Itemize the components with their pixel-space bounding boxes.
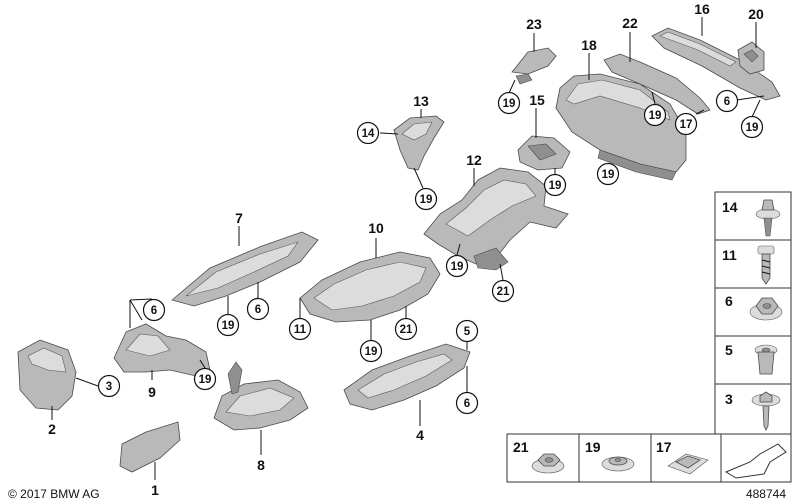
- legend-label-19: 19: [585, 439, 601, 455]
- callout-6-b: 6: [246, 297, 270, 321]
- expanding-nut-icon: [754, 344, 778, 375]
- svg-text:19: 19: [746, 122, 759, 134]
- part-12-heat-shield-center: [423, 167, 569, 271]
- svg-text:19: 19: [451, 261, 464, 273]
- svg-text:19: 19: [602, 169, 615, 181]
- callout-6-d: 6: [455, 391, 479, 415]
- push-clip-icon: [755, 199, 781, 237]
- fastener-legend-bottom: 21 19 17: [506, 433, 792, 483]
- washer-screw-icon: [751, 391, 781, 431]
- label-2: 2: [48, 421, 56, 437]
- callout-19-e: 19: [543, 173, 567, 197]
- label-1: 1: [151, 482, 159, 498]
- svg-text:19: 19: [649, 110, 662, 122]
- svg-text:19: 19: [420, 194, 433, 206]
- svg-text:5: 5: [464, 326, 471, 338]
- label-4: 4: [416, 427, 424, 443]
- legend-label-11: 11: [722, 247, 737, 263]
- callout-19-d: 19: [596, 162, 620, 186]
- part-20-bracket: [737, 41, 765, 75]
- callout-19-h: 19: [359, 339, 383, 363]
- svg-text:14: 14: [362, 128, 375, 140]
- circled-labels: 19 19 6 17 19 19 19 14 19 19 21 11 21 19…: [97, 89, 764, 415]
- clip-nut-icon: [667, 453, 709, 475]
- part-1-heat-shield-plate: [119, 421, 181, 473]
- callout-17: 17: [674, 112, 698, 136]
- label-18: 18: [581, 37, 597, 53]
- label-10: 10: [368, 220, 384, 236]
- callout-11: 11: [288, 317, 312, 341]
- label-13: 13: [413, 93, 429, 109]
- flange-nut-icon: [749, 297, 783, 321]
- part-4-heat-shield-lower: [343, 343, 471, 411]
- part-13-heat-shield-bracket: [393, 115, 445, 171]
- part-23-heat-shield-bracket: [511, 47, 557, 85]
- svg-text:19: 19: [199, 374, 212, 386]
- svg-text:19: 19: [549, 180, 562, 192]
- svg-text:19: 19: [365, 346, 378, 358]
- svg-text:21: 21: [497, 286, 510, 298]
- callout-14: 14: [356, 121, 380, 145]
- callout-3: 3: [97, 374, 121, 398]
- screw-icon: [757, 245, 775, 285]
- part-2-heat-shield-side: [17, 339, 77, 411]
- callout-5: 5: [455, 319, 479, 343]
- part-10-heat-shield-front: [299, 251, 441, 323]
- callout-19-i: 19: [216, 313, 240, 337]
- callout-21-a: 21: [491, 279, 515, 303]
- legend-label-3: 3: [725, 391, 733, 407]
- copyright-text: © 2017 BMW AG: [8, 487, 100, 501]
- svg-text:6: 6: [464, 398, 470, 410]
- label-8: 8: [257, 457, 265, 473]
- callout-6-a: 6: [715, 89, 739, 113]
- callout-19-c: 19: [740, 115, 764, 139]
- callout-21-b: 21: [394, 317, 418, 341]
- fastener-legend-right: 14 11 6 5 3: [714, 191, 792, 435]
- callout-19-j: 19: [193, 367, 217, 391]
- part-15-heat-shield-plate: [517, 135, 571, 171]
- legend-label-14: 14: [722, 199, 738, 215]
- part-8-heat-shield: [213, 361, 309, 431]
- label-9: 9: [148, 384, 156, 400]
- part-22-heat-shield-strip: [603, 53, 711, 115]
- callout-19-a: 19: [497, 91, 521, 115]
- part-16-heat-shield: [651, 27, 781, 101]
- legend-label-21: 21: [513, 439, 529, 455]
- hex-flange-nut-icon: [531, 453, 565, 474]
- callout-19-f: 19: [414, 187, 438, 211]
- svg-text:11: 11: [294, 324, 307, 336]
- speed-nut-icon: [601, 456, 635, 472]
- legend-label-17: 17: [656, 439, 672, 455]
- callout-19-b: 19: [643, 103, 667, 127]
- diagram-number: 488744: [746, 487, 786, 501]
- svg-text:6: 6: [151, 305, 157, 317]
- svg-text:17: 17: [680, 119, 693, 131]
- label-23: 23: [526, 16, 542, 32]
- part-9-heat-shield-engine-mount: [113, 323, 211, 377]
- callout-19-g: 19: [445, 254, 469, 278]
- legend-label-6: 6: [725, 293, 733, 309]
- legend-label-5: 5: [725, 342, 733, 358]
- svg-text:19: 19: [222, 320, 235, 332]
- direction-arrow-icon: [724, 443, 787, 479]
- part-number-labels: 23 22 16 20 18 15 13 12 10 7 9 4 2 8 1: [48, 1, 764, 498]
- svg-text:6: 6: [255, 304, 261, 316]
- part-7-heat-shield-panel: [171, 231, 319, 307]
- callout-6-c: 6: [142, 298, 166, 322]
- label-22: 22: [622, 15, 638, 31]
- label-15: 15: [529, 92, 545, 108]
- label-12: 12: [466, 152, 482, 168]
- label-20: 20: [748, 6, 764, 22]
- svg-text:19: 19: [503, 98, 516, 110]
- svg-text:6: 6: [724, 96, 730, 108]
- label-7: 7: [235, 210, 243, 226]
- svg-text:3: 3: [106, 381, 112, 393]
- svg-text:21: 21: [400, 324, 413, 336]
- label-16: 16: [694, 1, 710, 17]
